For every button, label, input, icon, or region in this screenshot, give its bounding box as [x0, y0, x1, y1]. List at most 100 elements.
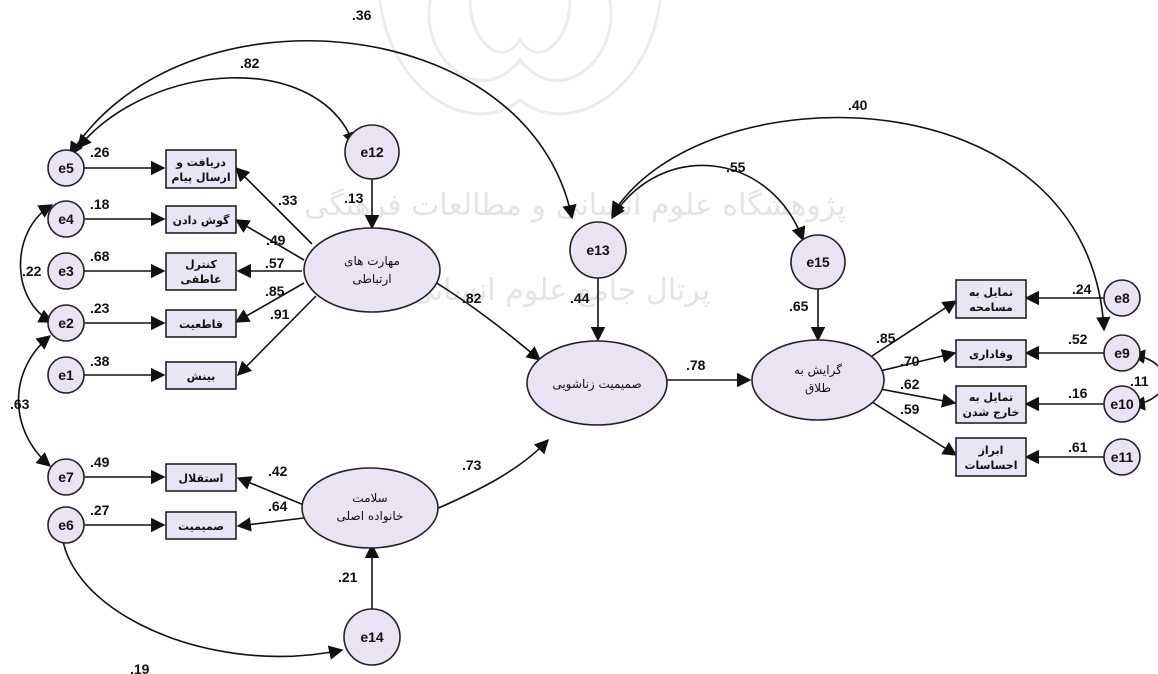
coef-e5: .26: [90, 144, 110, 160]
svg-text:صمیمیت: صمیمیت: [178, 520, 224, 533]
svg-text:مهارت های: مهارت های: [344, 254, 400, 269]
coef-path-intimacy-divorce: .78: [686, 357, 706, 373]
coef-load-assert: .85: [265, 283, 285, 299]
error-e3: e3: [47, 252, 85, 290]
svg-text:گرایش به: گرایش به: [794, 363, 842, 378]
svg-text:تمایل به: تمایل به: [969, 286, 1013, 299]
coef-cov-e5-e12: .82: [240, 55, 260, 71]
svg-text:e3: e3: [58, 263, 74, 279]
svg-text:e2: e2: [58, 315, 74, 331]
svg-text:e6: e6: [58, 517, 74, 533]
coef-e13: .44: [570, 290, 590, 306]
watermark-line1: پژوهشگاه علوم انسانی و مطالعات فرهنگی: [304, 188, 846, 223]
error-e8: e8: [1103, 279, 1141, 317]
coef-e9: .52: [1068, 331, 1088, 347]
error-e13: e13: [569, 221, 627, 279]
indicator-assertiveness: قاطعیت: [165, 309, 237, 338]
coef-e7: .49: [90, 454, 110, 470]
coef-e14: .21: [338, 569, 358, 585]
svg-text:احساسات: احساسات: [964, 459, 1017, 472]
coef-load-intim: .64: [268, 498, 288, 514]
indicator-emotional-control: کنترل عاطفی: [165, 252, 237, 291]
coef-load-loyalty: .70: [900, 353, 920, 369]
path-arrows: [84, 160, 1104, 610]
svg-text:e5: e5: [58, 160, 74, 176]
coef-cov-e6-e14: .19: [130, 661, 150, 674]
covariance-curves: [17, 40, 1158, 660]
latent-divorce-tendency: گرایش به طلاق: [751, 339, 885, 421]
error-e15: e15: [790, 234, 846, 290]
cov-e9-e10: [1130, 349, 1158, 411]
coef-e12: .13: [344, 190, 364, 206]
svg-text:مسامحه: مسامحه: [969, 301, 1013, 314]
latent-family-health: سلامت خانواده اصلی: [301, 467, 439, 549]
svg-text:بینش: بینش: [187, 370, 216, 383]
coef-path-comm-intimacy: .82: [462, 290, 482, 306]
cov-e6-e14: [53, 506, 344, 660]
coef-load-receive: .33: [278, 192, 298, 208]
cov-e5-e12: [77, 77, 357, 150]
coef-load-insight: .91: [270, 306, 290, 322]
svg-text:e1: e1: [58, 367, 74, 383]
error-e11: e11: [1103, 438, 1141, 476]
svg-text:e7: e7: [58, 469, 74, 485]
svg-text:استقلال: استقلال: [179, 472, 224, 485]
indicator-insight: بینش: [165, 361, 237, 390]
error-e6: e6: [47, 506, 85, 544]
svg-text:e12: e12: [360, 144, 384, 160]
coef-cov-e13-e9: .40: [848, 97, 868, 113]
svg-text:طلاق: طلاق: [805, 381, 831, 395]
indicator-listening: گوش دادن: [165, 205, 237, 234]
coef-path-family-intimacy: .73: [462, 457, 482, 473]
svg-text:قاطعیت: قاطعیت: [179, 318, 223, 331]
cov-e5-e13: [69, 40, 577, 220]
svg-text:e13: e13: [586, 242, 610, 258]
svg-text:e10: e10: [1110, 396, 1134, 412]
indicator-receive-send: دریافت و ارسال پیام: [165, 149, 237, 189]
indicator-leave-tendency: تمایل به خارج شدن: [955, 385, 1027, 424]
svg-text:e15: e15: [806, 254, 830, 270]
svg-text:تمایل به: تمایل به: [969, 391, 1013, 404]
coef-load-express: .59: [900, 401, 920, 417]
cov-e13-e9: [611, 116, 1111, 332]
coef-cov-e4-e2: .22: [22, 263, 42, 279]
indicator-independence: استقلال: [165, 463, 237, 492]
error-e1: e1: [47, 356, 85, 394]
coef-e11: .61: [1068, 439, 1088, 455]
coef-cov-e9-e10: .11: [1130, 373, 1149, 389]
svg-text:کنترل: کنترل: [185, 258, 217, 271]
coef-cov-e13-e15: .55: [726, 159, 746, 175]
error-e5: e5: [47, 149, 85, 187]
svg-text:e8: e8: [1114, 290, 1130, 306]
svg-text:e4: e4: [58, 211, 74, 227]
svg-text:e14: e14: [360, 629, 384, 645]
coef-load-listen: .49: [266, 232, 286, 248]
cov-e4-e2: [19, 204, 54, 323]
error-e2: e2: [47, 304, 85, 342]
latent-communication-skills: مهارت های ارتباطی: [303, 227, 441, 313]
svg-text:عاطفی: عاطفی: [180, 273, 221, 286]
coef-e2: .23: [90, 300, 110, 316]
indicator-tolerance: تمایل به مسامحه: [955, 279, 1027, 319]
error-e10: e10: [1103, 385, 1141, 423]
cov-e13-e15: [611, 164, 806, 242]
svg-text:گوش دادن: گوش دادن: [173, 214, 230, 227]
error-e9: e9: [1103, 334, 1141, 372]
coef-load-control: .57: [265, 255, 285, 271]
coef-e15: .65: [789, 298, 809, 314]
cov-e2-e7: [17, 335, 52, 467]
coef-e1: .38: [90, 353, 110, 369]
watermark-line2: پرتال جامع علوم انسانی: [410, 273, 710, 308]
coef-e8: .24: [1072, 281, 1092, 297]
coef-e3: .68: [90, 248, 110, 264]
svg-text:ارتباطی: ارتباطی: [352, 272, 391, 287]
svg-text:خارج شدن: خارج شدن: [963, 406, 1020, 420]
svg-text:صمیمیت زناشویی: صمیمیت زناشویی: [552, 377, 641, 392]
svg-text:وفاداری: وفاداری: [969, 348, 1013, 361]
error-e12: e12: [344, 124, 400, 180]
svg-text:ابراز: ابراز: [978, 444, 1004, 457]
svg-text:e11: e11: [1111, 449, 1134, 465]
svg-text:ارسال پیام: ارسال پیام: [171, 171, 230, 184]
coef-cov-e5-e13: .36: [352, 7, 372, 23]
